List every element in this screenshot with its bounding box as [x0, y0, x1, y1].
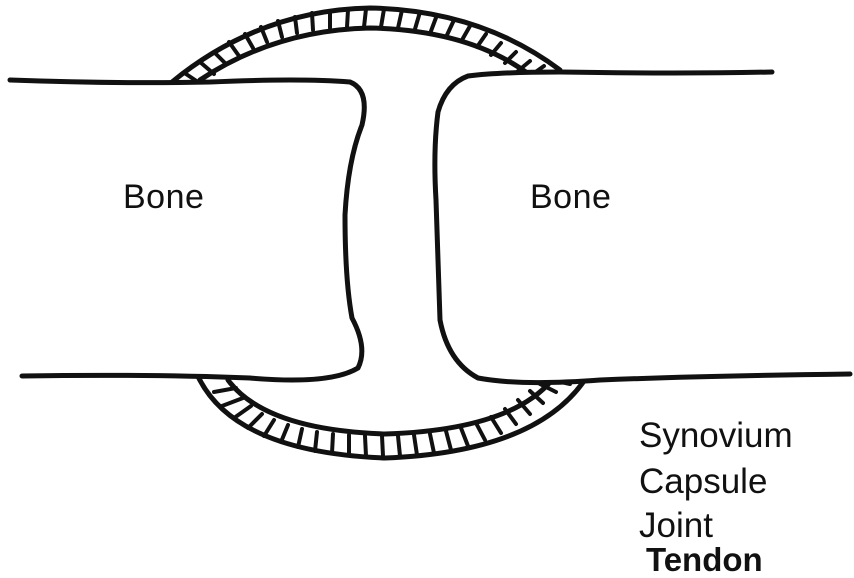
legend-joint: Joint [639, 508, 713, 543]
legend-tendon: Tendon [646, 543, 763, 576]
bone-right [435, 72, 854, 383]
synovium-lower [214, 380, 570, 456]
legend-capsule: Capsule [639, 464, 767, 499]
bone-right-label: Bone [530, 180, 611, 214]
legend-synovium: Synovium [639, 418, 793, 453]
bone-left [0, 80, 364, 380]
bone-left-label: Bone [123, 180, 204, 214]
